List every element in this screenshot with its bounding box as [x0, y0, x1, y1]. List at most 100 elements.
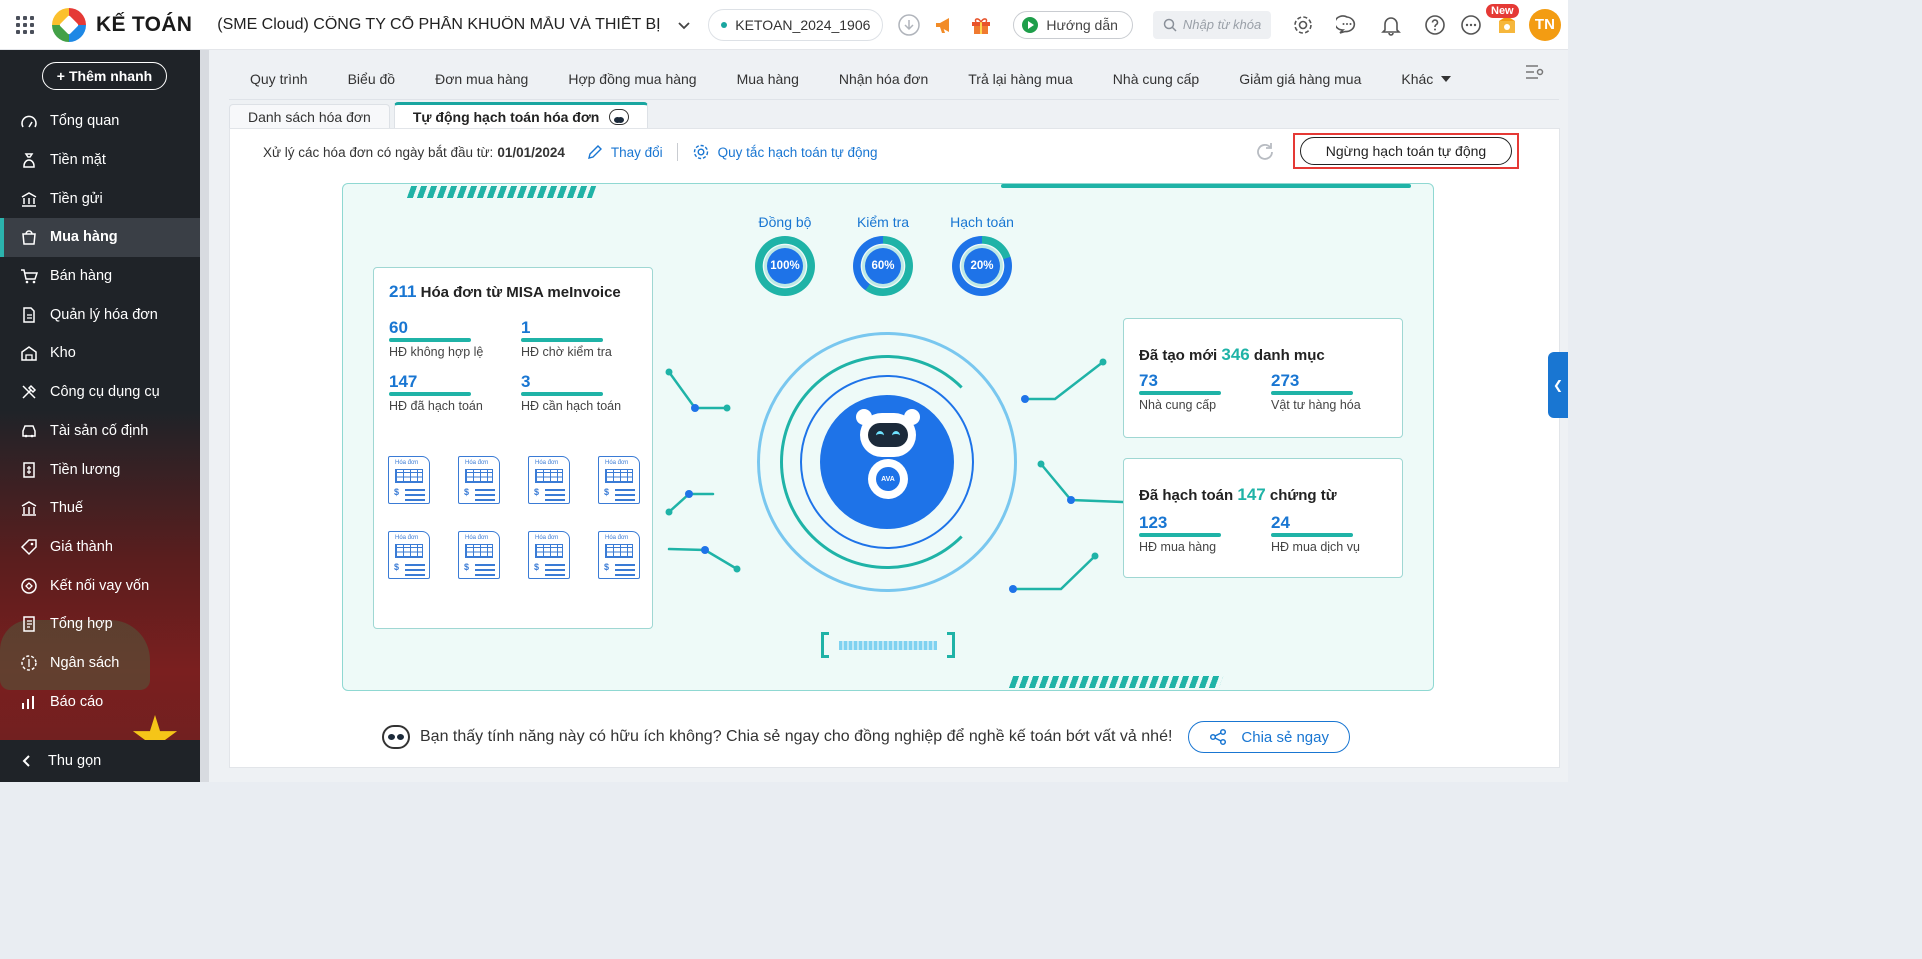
menu-item-3[interactable]: Đơn mua hàng: [435, 70, 529, 87]
refresh-icon[interactable]: [1254, 141, 1276, 163]
stat-materials: 273 Vật tư hàng hóa: [1271, 371, 1361, 412]
invoice-icon: [20, 306, 38, 324]
menu-item-6[interactable]: Nhận hóa đơn: [838, 70, 929, 87]
main-content: Quy trình Biểu đồ Đơn mua hàng Hợp đồng mua…: [209, 50, 1568, 782]
menu-item-8[interactable]: Nhà cung cấp: [1112, 70, 1200, 87]
invoice-total-count: 211: [389, 282, 417, 301]
sidebar-item-label: Tiền mặt: [50, 152, 106, 169]
tax-icon: [20, 499, 38, 517]
quick-add-button[interactable]: + Thêm nhanh: [42, 62, 167, 90]
menu-item-9[interactable]: Giảm giá hàng mua: [1239, 70, 1362, 87]
chat-icon[interactable]: [1329, 7, 1365, 43]
new-badge: New: [1486, 4, 1519, 18]
progress-ring-label: Kiểm tra: [856, 214, 910, 230]
menu-item-4[interactable]: Hợp đồng mua hàng: [568, 70, 697, 87]
menu-item-2[interactable]: Biểu đồ: [347, 70, 396, 87]
search-icon: [1163, 18, 1177, 32]
share-button[interactable]: Chia sẻ ngay: [1188, 721, 1350, 753]
expand-panel-button[interactable]: ❮: [1548, 352, 1568, 418]
budget-icon: [20, 654, 38, 672]
search-input[interactable]: Nhập từ khóa: [1152, 10, 1271, 39]
invoice-doc-label: Hóa đơn: [535, 535, 559, 541]
sidebar-item-2[interactable]: Tiền mặt: [0, 141, 200, 180]
sidebar-item-label: Tổng hợp: [50, 616, 113, 633]
feedback-footer: Bạn thấy tính năng này có hữu ích không?…: [382, 721, 1350, 753]
invoice-doc-label: Hóa đơn: [395, 460, 419, 466]
search-placeholder: Nhập từ khóa: [1182, 17, 1262, 32]
stop-auto-posting-button[interactable]: Ngừng hạch toán tự động: [1300, 137, 1512, 165]
change-date-link[interactable]: Thay đổi: [587, 144, 663, 160]
payroll-icon: [20, 461, 38, 479]
process-text: Xử lý các hóa đơn có ngày bắt đầu từ:: [263, 144, 494, 160]
sidebar-item-14[interactable]: Tổng hợp: [0, 605, 200, 644]
download-icon[interactable]: [891, 7, 927, 43]
sidebar-item-label: Kho: [50, 345, 76, 362]
sidebar-item-7[interactable]: Kho: [0, 334, 200, 373]
sidebar-item-label: Tiền gửi: [50, 190, 103, 207]
menu-item-1[interactable]: Quy trình: [250, 70, 308, 87]
quick-add-label: Thêm nhanh: [68, 68, 153, 84]
share-icon: [1210, 728, 1227, 746]
help-icon[interactable]: [1417, 7, 1453, 43]
gear-icon[interactable]: [1285, 7, 1321, 43]
posting-rules-link[interactable]: Quy tắc hạch toán tự động: [692, 143, 878, 161]
sidebar-scrollbar[interactable]: [200, 50, 209, 782]
sidebar-item-label: Quản lý hóa đơn: [50, 306, 158, 323]
sidebar-item-label: Bán hàng: [50, 268, 113, 285]
auto-posting-panel: Xử lý các hóa đơn có ngày bắt đầu từ: 01…: [229, 128, 1560, 768]
chevron-down-icon[interactable]: [674, 15, 694, 35]
whats-new-icon[interactable]: [1489, 7, 1525, 43]
sidebar-item-9[interactable]: Tài sản cố định: [0, 412, 200, 451]
sidebar-item-10[interactable]: Tiền lương: [0, 450, 200, 489]
tab-invoice-list[interactable]: Danh sách hóa đơn: [229, 104, 390, 128]
megaphone-icon[interactable]: [927, 7, 963, 43]
progress-ring-value: 100%: [767, 248, 803, 284]
database-selector[interactable]: KETOAN_2024_1906: [708, 8, 884, 41]
share-label: Chia sẻ ngay: [1241, 728, 1329, 746]
progress-ring-label: Hạch toán: [950, 214, 1014, 230]
created-suffix: danh mục: [1253, 347, 1325, 364]
misa-logo-icon: [52, 7, 86, 42]
collapse-sidebar-button[interactable]: Thu gọn: [0, 740, 209, 782]
invoice-source-label: Hóa đơn từ MISA meInvoice: [420, 284, 621, 301]
tab-auto-posting[interactable]: Tự động hạch toán hóa đơn: [393, 102, 649, 128]
sidebar-item-label: Kết nối vay vốn: [50, 577, 150, 594]
sidebar-item-16[interactable]: Báo cáo: [0, 682, 200, 721]
gift-icon[interactable]: [963, 7, 999, 43]
sidebar-item-5[interactable]: Bán hàng: [0, 257, 200, 296]
shopping-bag-icon: [20, 228, 38, 246]
avatar[interactable]: TN: [1528, 8, 1561, 41]
company-name[interactable]: (SME Cloud) CÔNG TY CỔ PHẦN KHUÔN MẪU VÀ…: [217, 15, 662, 33]
feedback-question: Bạn thấy tính năng này có hữu ích không?…: [420, 728, 1173, 745]
guide-button[interactable]: Hướng dẫn: [1013, 10, 1133, 39]
progress-ring-value: 60%: [865, 248, 901, 284]
menu-item-5[interactable]: Mua hàng: [736, 70, 799, 87]
sidebar-item-15[interactable]: Ngân sách: [0, 644, 200, 683]
sidebar-item-12[interactable]: Giá thành: [0, 528, 200, 567]
app-grid-icon[interactable]: [0, 0, 50, 50]
sidebar-item-4[interactable]: Mua hàng: [0, 218, 200, 257]
sidebar-item-1[interactable]: Tổng quan: [0, 102, 200, 141]
invoice-document-icon: Hóa đơn$: [528, 531, 570, 579]
app-logo[interactable]: KẾ TOÁN: [52, 7, 192, 42]
menu-settings-icon[interactable]: [1524, 62, 1544, 82]
menu-item-7[interactable]: Trả lại hàng mua: [968, 70, 1073, 87]
sidebar-item-11[interactable]: Thuế: [0, 489, 200, 528]
sidebar-item-3[interactable]: Tiền gửi: [0, 179, 200, 218]
bell-icon[interactable]: [1373, 7, 1409, 43]
menu-more-dropdown[interactable]: Khác: [1381, 71, 1471, 87]
invoice-document-icon: Hóa đơn$: [528, 456, 570, 504]
database-name: KETOAN_2024_1906: [735, 16, 871, 33]
sidebar-item-label: Công cụ dụng cụ: [50, 384, 160, 401]
stat-purchase-invoices: 123 HĐ mua hàng: [1139, 513, 1221, 554]
sidebar-item-8[interactable]: Công cụ dụng cụ: [0, 373, 200, 412]
meinvoice-card-title: 211 Hóa đơn từ MISA meInvoice: [389, 282, 621, 302]
posted-card-title: Đã hạch toán 147 chứng từ: [1139, 485, 1337, 505]
sidebar-item-13[interactable]: Kết nối vay vốn: [0, 566, 200, 605]
stat-suppliers: 73 Nhà cung cấp: [1139, 371, 1221, 412]
sidebar-item-6[interactable]: Quản lý hóa đơn: [0, 295, 200, 334]
more-options-icon[interactable]: [1453, 7, 1489, 43]
